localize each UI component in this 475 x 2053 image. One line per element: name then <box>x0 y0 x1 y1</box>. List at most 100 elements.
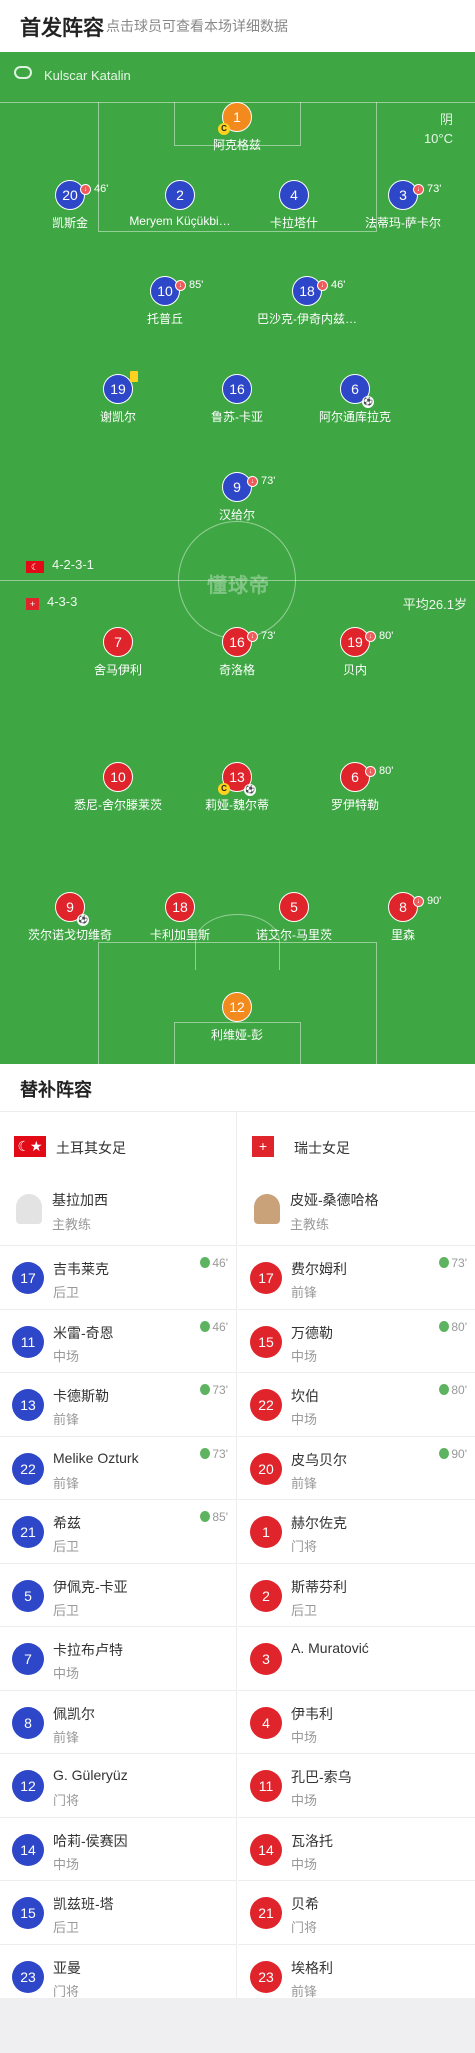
sub-off-icon: ↓73' <box>247 467 275 495</box>
player-away-10[interactable]: 10 悉尼-舍尔滕莱茨 <box>48 762 188 813</box>
sub-on-minute: 73' <box>451 1256 467 1270</box>
player-away-7[interactable]: 7 舍马伊利 <box>48 627 188 678</box>
referee-name: Kulscar Katalin <box>44 68 131 83</box>
sub-player-name: A. Muratović <box>291 1640 369 1656</box>
sub-player-name: 伊佩克-卡亚 <box>53 1578 128 1595</box>
player-home-18[interactable]: 18↓46' 巴沙克-伊奇内兹… <box>237 276 377 327</box>
sub-player-name: 亚曼 <box>53 1959 81 1976</box>
player-home-2[interactable]: 2 Meryem Küçükbi… <box>110 180 250 228</box>
sub-on-time: 73' <box>200 1383 228 1397</box>
sub-player-name: G. Güleryüz <box>53 1767 128 1783</box>
player-home-6[interactable]: 6⚽ 阿尔通库拉克 <box>285 374 425 425</box>
coach-avatar <box>16 1194 42 1224</box>
player-away-6[interactable]: 6↓80' 罗伊特勒 <box>285 762 425 813</box>
sub-player-position: 门将 <box>53 1983 80 1999</box>
player-away-12[interactable]: 12 利维娅-彭 <box>167 992 307 1043</box>
sub-player-number: 23 <box>250 1960 282 1993</box>
away-coach[interactable]: 皮娅-桑德哈格 主教练 <box>238 1176 475 1246</box>
captain-icon: C <box>218 783 230 795</box>
sub-player-number: 13 <box>12 1389 44 1421</box>
home-coach[interactable]: 基拉加西 主教练 <box>0 1176 236 1246</box>
sub-on-time: 90' <box>439 1447 467 1461</box>
sub-player-name: 卡拉布卢特 <box>53 1642 123 1658</box>
sub-off-icon: ↓80' <box>365 622 393 650</box>
player-home-19[interactable]: 19 谢凯尔 <box>48 371 188 425</box>
player-name: 法蒂玛-萨卡尔 <box>365 216 441 230</box>
sub-player-number: 7 <box>12 1643 44 1675</box>
sub-player-position: 中场 <box>53 1666 80 1681</box>
sub-player-position: 中场 <box>291 1793 318 1808</box>
player-away-8[interactable]: 8↓90' 里森 <box>333 892 473 943</box>
sub-player-name: 希兹 <box>53 1515 81 1531</box>
sub-player-row[interactable]: 7 卡拉布卢特中场 <box>0 1627 236 1691</box>
player-home-4[interactable]: 4 卡拉塔什 <box>224 180 364 231</box>
lineup-title: 首发阵容 <box>20 17 104 40</box>
player-number: 19↓80' <box>340 627 393 657</box>
player-away-9[interactable]: 9⚽ 茨尔诺戈切维奇 <box>0 892 140 943</box>
sub-player-number: 11 <box>12 1325 44 1358</box>
player-name: 巴沙克-伊奇内兹… <box>257 312 357 326</box>
sub-player-position: 前锋 <box>291 1983 318 1999</box>
player-home-3[interactable]: 3↓73' 法蒂玛-萨卡尔 <box>333 180 473 231</box>
player-number: 6⚽ <box>340 374 374 408</box>
sub-player-position: 中场 <box>53 1856 80 1872</box>
player-away-19[interactable]: 19↓80' 贝内 <box>285 627 425 678</box>
goal-ball-icon: ⚽ <box>362 396 374 408</box>
home-team-row: ☾★ 土耳其女足 <box>0 1112 236 1176</box>
away-average-age: 平均26.1岁 <box>402 597 467 612</box>
sub-player-position: 后卫 <box>53 1539 80 1554</box>
player-away-5[interactable]: 5 诺艾尔-马里茨 <box>224 892 364 943</box>
sub-on-icon <box>200 1257 211 1268</box>
sub-player-position: 后卫 <box>53 1285 80 1300</box>
sub-player-number: 14 <box>12 1833 44 1866</box>
temperature: 10°C <box>423 131 453 146</box>
player-number: 19 <box>103 371 138 404</box>
player-number: 18 <box>165 892 195 922</box>
player-away-18[interactable]: 18 卡利加里斯 <box>110 892 250 943</box>
top-penalty-box <box>98 102 377 232</box>
player-home-9[interactable]: 9↓73' 汉给尔 <box>167 472 307 523</box>
sub-off-icon: ↓46' <box>317 271 345 299</box>
sub-player-position: 后卫 <box>53 1602 80 1618</box>
sub-player-position: 中场 <box>291 1856 318 1872</box>
sub-player-name: 凯兹班-塔 <box>53 1896 114 1912</box>
sub-off-icon: ↓73' <box>413 175 441 203</box>
sub-player-position: 前锋 <box>53 1412 80 1427</box>
weather-label: 阴 <box>439 112 453 127</box>
away-formation: +4-3-3 <box>26 594 77 610</box>
player-away-16[interactable]: 16↓73' 奇洛格 <box>167 627 307 678</box>
sub-on-time: 80' <box>439 1383 467 1397</box>
player-home-16[interactable]: 16 鲁苏-卡亚 <box>167 374 307 425</box>
sub-on-icon <box>439 1447 450 1459</box>
player-home-10[interactable]: 10↓85' 托普丘 <box>95 276 235 327</box>
player-home-20[interactable]: 20↓46' 凯斯金 <box>0 180 140 231</box>
sub-on-time: 46' <box>200 1256 228 1270</box>
